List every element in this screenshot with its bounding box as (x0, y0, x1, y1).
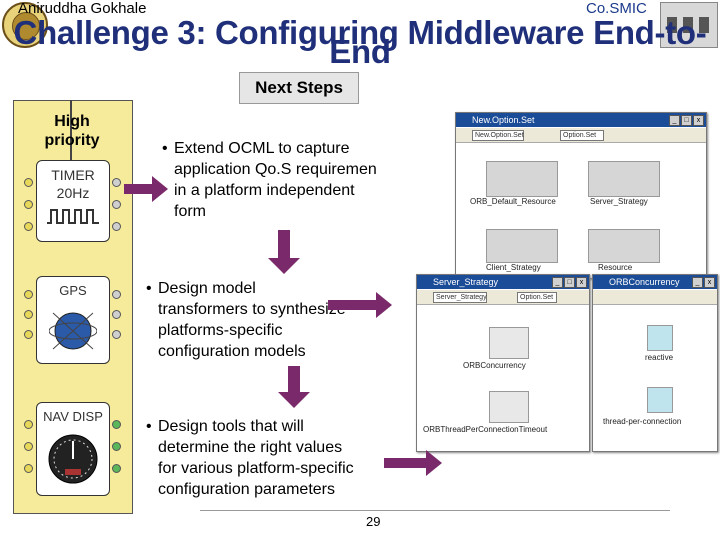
bullet-extend-ocml: • Extend OCML to capture application Qo.… (162, 138, 412, 222)
minimize-icon[interactable]: _ (692, 277, 703, 288)
bullet-line: form (174, 203, 206, 220)
window-toolbar: Server_Strategy Option.Set (417, 290, 589, 305)
option-element[interactable] (588, 229, 660, 263)
attribute-t-icon[interactable] (489, 391, 529, 423)
bullet-line: transformers to synthesize (158, 301, 346, 318)
institute-logo (660, 2, 718, 48)
bullet-line: for various platform-specific (158, 460, 354, 477)
bullet-line: Design model (158, 280, 256, 297)
port-icon (24, 330, 33, 339)
server-strategy-window: Server_Strategy _ □ x Server_Strategy Op… (416, 274, 590, 452)
university-seal-logo (2, 2, 48, 48)
option-element-label: Client_Strategy (486, 263, 541, 272)
minimize-icon[interactable]: _ (669, 115, 680, 126)
port-icon (112, 310, 121, 319)
option-element[interactable] (588, 161, 660, 197)
priority-label: High priority (13, 112, 131, 150)
gps-label: GPS (59, 283, 87, 298)
bullet-line: configuration models (158, 343, 306, 360)
option-element[interactable] (486, 229, 558, 263)
bullet-design-tools: • Design tools that will determine the r… (146, 416, 406, 500)
port-icon (24, 222, 33, 231)
priority-label-line2: priority (44, 132, 100, 149)
port-icon (112, 178, 121, 187)
port-icon (112, 200, 121, 209)
port-icon (24, 310, 33, 319)
window-title: New.Option.Set (456, 113, 706, 127)
priority-connector (70, 100, 72, 160)
page-number: 29 (366, 514, 381, 529)
window-title: Server_Strategy (417, 275, 589, 289)
port-icon (24, 178, 33, 187)
gauge-icon (48, 434, 98, 484)
option-element-label: Resource (598, 263, 633, 272)
option-element-label: ORB_Default_Resource (470, 197, 556, 206)
port-icon (112, 290, 121, 299)
minimize-icon[interactable]: _ (552, 277, 563, 288)
kind-field[interactable]: Option.Set (517, 292, 557, 303)
bullet-line: platforms-specific (158, 322, 283, 339)
right-arrow-icon (328, 292, 392, 318)
bullet-line: determine the right values (158, 439, 343, 456)
gps-component: GPS (36, 276, 110, 364)
value-atom-icon[interactable] (647, 325, 673, 351)
maximize-icon[interactable]: □ (681, 115, 692, 126)
port-icon (112, 222, 121, 231)
port-icon (24, 442, 33, 451)
port-icon (24, 464, 33, 473)
bullet-line: application Qo.S requiremen (174, 161, 377, 178)
window-toolbar: New.Option.Set Option.Set (456, 128, 706, 143)
kind-field[interactable]: Option.Set (560, 130, 604, 141)
organization-name: Co.SMIC (586, 0, 647, 17)
bullet-line: Design tools that will (158, 418, 304, 435)
bullet-line: in a platform independent (174, 182, 355, 199)
name-field[interactable]: Server_Strategy (433, 292, 487, 303)
priority-label-line1: High (54, 113, 90, 130)
square-wave-icon (47, 209, 99, 224)
attribute-t-icon[interactable] (489, 327, 529, 359)
timer-component: TIMER 20Hz (36, 160, 110, 242)
slide-title-line1: Challenge 3: Configuring Middleware End-… (13, 14, 707, 51)
section-label: Next Steps (239, 72, 359, 104)
option-element-label: Server_Strategy (590, 197, 648, 206)
port-icon (112, 420, 121, 429)
orb-concurrency-window: ORBConcurrency _ x reactive thread-per-c… (592, 274, 718, 452)
port-icon (112, 442, 121, 451)
port-icon (112, 464, 121, 473)
attribute-label: ORBConcurrency (463, 361, 526, 370)
timer-label: TIMER (51, 167, 95, 183)
close-icon[interactable]: x (704, 277, 715, 288)
option-element[interactable] (486, 161, 558, 197)
slide-title: Challenge 3: Configuring Middleware End-… (10, 14, 710, 71)
port-icon (24, 420, 33, 429)
nav-display-label: NAV DISP (43, 409, 103, 424)
name-field[interactable]: New.Option.Set (472, 130, 524, 141)
down-arrow-icon (268, 230, 300, 274)
port-icon (112, 330, 121, 339)
maximize-icon[interactable]: □ (564, 277, 575, 288)
value-label: reactive (645, 353, 674, 362)
nav-display-component: NAV DISP (36, 402, 110, 496)
slide-title-line2: End (329, 33, 391, 70)
port-icon (24, 200, 33, 209)
timer-rate: 20Hz (56, 185, 90, 201)
bullet-line: Extend OCML to capture (174, 140, 350, 157)
globe-icon (49, 312, 97, 350)
window-title: ORBConcurrency (593, 275, 717, 289)
right-arrow-icon (384, 450, 442, 476)
port-icon (24, 290, 33, 299)
value-label: thread-per-connection (603, 417, 682, 426)
option-set-window: New.Option.Set _ □ x New.Option.Set Opti… (455, 112, 707, 279)
close-icon[interactable]: x (576, 277, 587, 288)
bullet-line: configuration parameters (158, 481, 335, 498)
window-toolbar (593, 290, 717, 305)
right-arrow-icon (124, 176, 168, 202)
close-icon[interactable]: x (693, 115, 704, 126)
footer-divider (200, 510, 670, 511)
down-arrow-icon (278, 366, 310, 408)
bullet-design-transformers: • Design model transformers to synthesiz… (146, 278, 396, 362)
author-name: Aniruddha Gokhale (18, 0, 147, 17)
attribute-label: ORBThreadPerConnectionTimeout (423, 425, 548, 434)
value-atom-icon[interactable] (647, 387, 673, 413)
